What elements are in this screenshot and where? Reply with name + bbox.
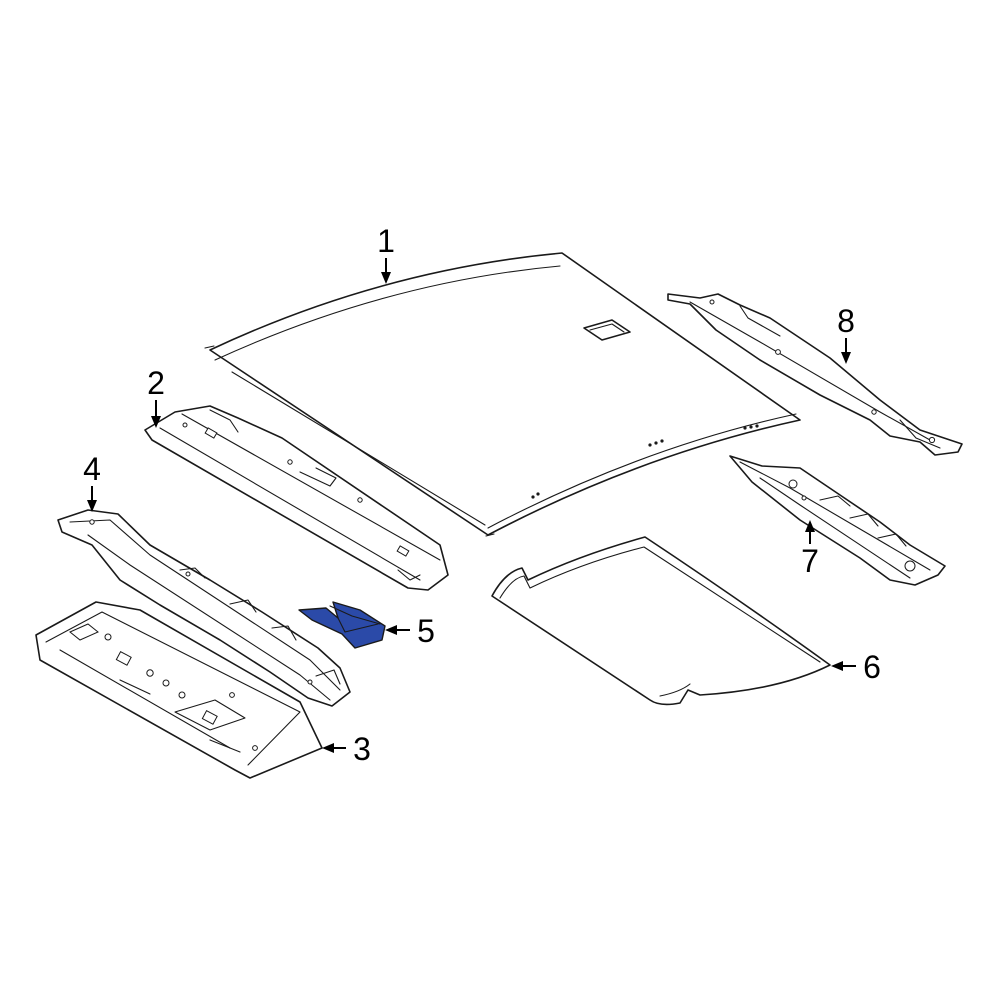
roof-panel[interactable] [204,252,801,537]
callout-4: 4 [83,451,101,487]
arrow-up-icon [805,520,815,532]
arrow-left-icon [385,625,397,635]
callout-1: 1 [377,223,395,259]
arrow-down-icon [841,352,851,364]
callout-1-group: 1 [377,223,395,284]
callout-2-group: 2 [147,365,165,428]
callout-7: 7 [801,543,819,579]
arrow-down-icon [87,500,97,512]
callout-8-group: 8 [837,303,855,364]
callout-4-group: 4 [83,451,101,512]
roof-bracket-highlighted[interactable] [298,601,386,649]
callout-7-group: 7 [801,520,819,579]
arrow-left-icon [831,661,843,671]
roof-side-rail[interactable] [667,293,963,456]
front-roof-header[interactable] [144,405,449,591]
arrow-down-icon [381,272,391,284]
callout-5: 5 [417,613,435,649]
callout-6: 6 [863,649,881,685]
roof-bow-reinforcement[interactable] [57,509,351,707]
callout-3: 3 [353,731,371,767]
roof-headliner[interactable] [491,536,831,706]
arrow-left-icon [322,743,334,753]
rear-roof-rail[interactable] [729,455,946,586]
arrow-down-icon [151,416,161,428]
callout-8: 8 [837,303,855,339]
callout-5-group: 5 [385,613,435,649]
callout-2: 2 [147,365,165,401]
callout-6-group: 6 [831,649,881,685]
callout-3-group: 3 [322,731,371,767]
